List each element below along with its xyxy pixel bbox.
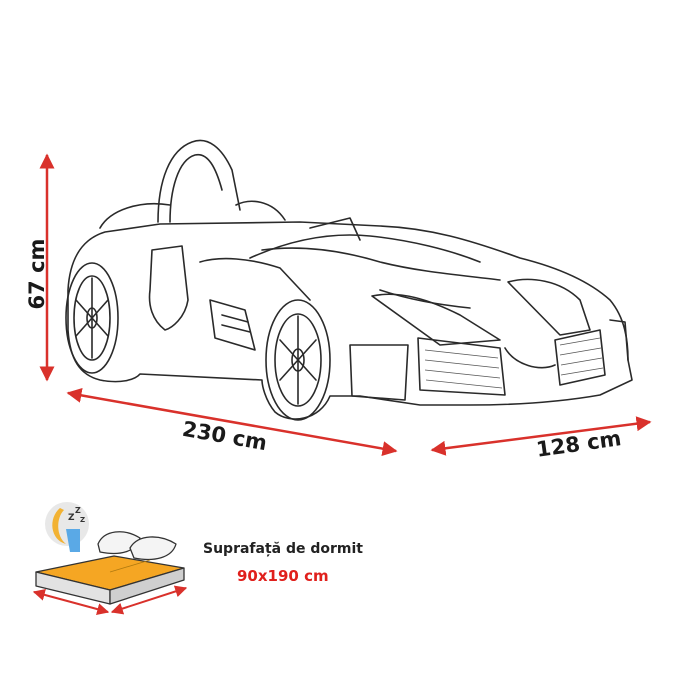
width-dimension-line [430, 416, 652, 456]
height-label: 67 cm [25, 238, 49, 310]
car-bed-sketch [65, 139, 633, 421]
svg-text:Z: Z [80, 516, 85, 524]
svg-text:Z: Z [75, 506, 81, 515]
mattress-dimension-line [32, 589, 110, 615]
sleeping-area-value: 90x190 cm [237, 567, 329, 585]
svg-text:Z: Z [68, 513, 75, 523]
grille-hatching [424, 337, 604, 389]
length-dimension-line [66, 387, 398, 457]
mattress-dimension-line-2 [110, 585, 188, 615]
moon-sleep-icon: Z Z Z [45, 502, 89, 552]
sleeping-area-label: Suprafață de dormit [203, 541, 363, 557]
